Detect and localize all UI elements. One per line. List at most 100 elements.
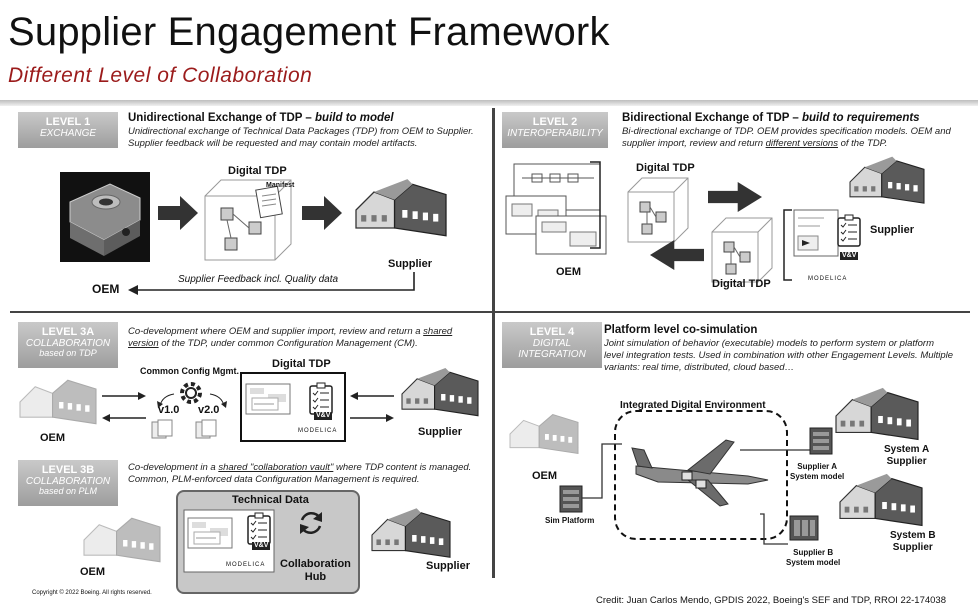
level3b-badge-sub: COLLABORATION (25, 476, 111, 488)
oem-part-image (60, 172, 150, 262)
vv-document-icon (793, 209, 839, 257)
level1-badge-sub: EXCHANGE (39, 128, 97, 140)
connector-line (582, 443, 622, 499)
level4-oem-label: OEM (532, 470, 558, 482)
supplier-factory-icon (401, 367, 479, 417)
level3b-badge-basis: based on PLM (38, 486, 98, 497)
feedback-arrow-icon (128, 272, 415, 295)
level3a-desc-underline: shared version (128, 326, 453, 349)
connector-lines (740, 449, 810, 545)
level3a-badge-sub: COLLABORATION (25, 338, 111, 350)
supplier-b-model-label: Supplier B System model (786, 548, 840, 567)
collaboration-hub-label: Collaboration Hub (280, 558, 351, 583)
level1-heading: Unidirectional Exchange of TDP – build t… (128, 112, 394, 124)
level3b-desc-underline: shared "collaboration vault" (218, 462, 334, 473)
horizontal-divider-right (495, 311, 970, 313)
level1-heading-emphasis: build to model (315, 112, 394, 124)
level1-badge: LEVEL 1 EXCHANGE (18, 112, 118, 148)
doc-stack-icon (151, 419, 173, 439)
gear-icon (180, 382, 202, 404)
modelica-label: MODELICA (226, 562, 266, 568)
level2-supplier-label: Supplier (870, 224, 915, 236)
tdp-cube-icon (627, 177, 689, 243)
system-a-server-icon (809, 427, 833, 455)
system-a-line1: System A (884, 444, 930, 455)
spec-model-diagram (505, 163, 607, 255)
vv-label: V&V (840, 252, 859, 261)
level4-badge-title: LEVEL 4 (529, 326, 575, 338)
sim-platform-label: Sim Platform (545, 516, 595, 525)
level2-badge-sub: INTEROPERABILITY (507, 128, 603, 140)
bidirectional-arrows-icon (350, 392, 394, 422)
supplier-b-model-line1: Supplier B (793, 548, 834, 557)
level1-heading-text: Unidirectional Exchange of TDP – (128, 112, 316, 124)
credit-text: Credit: Juan Carlos Mendo, GPDIS 2022, B… (596, 595, 946, 606)
tdp-documents-icon (187, 517, 233, 549)
supplier-factory-icon (849, 156, 925, 204)
level1-digital-tdp-label: Digital TDP (228, 165, 287, 177)
oem-factory-icon (83, 517, 161, 563)
arrow-right-icon (708, 182, 762, 212)
oem-factory-icon (509, 414, 579, 454)
level3b-badge: LEVEL 3B COLLABORATION based on PLM (18, 460, 118, 506)
level3b-oem-label: OEM (80, 566, 106, 578)
level3a-badge-title: LEVEL 3A (41, 326, 95, 338)
system-b-supplier-label: System B Supplier (890, 530, 936, 553)
integrated-environment-box (614, 410, 788, 540)
system-b-server-icon (789, 515, 819, 541)
level3a-desc-b: of the TDP, under common Configuration M… (158, 337, 418, 349)
level3a-badge: LEVEL 3A COLLABORATION based on TDP (18, 322, 118, 368)
hub-label-line2: Hub (304, 570, 327, 583)
checklist-icon (309, 382, 333, 415)
system-b-factory-icon (839, 473, 923, 527)
horizontal-divider-left (10, 311, 492, 313)
modelica-label: MODELICA (808, 276, 848, 282)
level2-oem-label: OEM (556, 266, 582, 278)
level1-badge-title: LEVEL 1 (45, 116, 91, 128)
level2-digital-tdp-bottom-label: Digital TDP (712, 278, 771, 290)
level3a-desc-a: Co-development where OEM and supplier im… (128, 326, 424, 337)
supplier-b-model-line2: System model (786, 557, 841, 567)
level2-heading-text: Bidirectional Exchange of TDP – (622, 112, 802, 124)
vv-label: V&V (252, 542, 271, 551)
level3b-desc-a: Co-development in a (128, 462, 219, 473)
system-b-line2: Supplier (892, 541, 933, 553)
system-b-line1: System B (890, 530, 936, 541)
version-arrows-icon (157, 393, 227, 408)
supplier-factory-icon (355, 178, 447, 237)
level4-description: Joint simulation of behavior (executable… (604, 338, 954, 373)
tdp-documents-icon (245, 383, 291, 415)
arrow-right-icon (302, 196, 342, 230)
modelica-label: MODELICA (298, 428, 338, 434)
level3b-desc-b: where TDP content is managed. Common, PL… (128, 462, 472, 485)
level4-badge-sub: DIGITAL (532, 338, 572, 350)
level3a-badge-basis: based on TDP (39, 348, 97, 359)
level1-oem-label: OEM (92, 282, 120, 296)
system-a-line2: Supplier (886, 455, 927, 467)
slide-panel (8, 106, 972, 586)
technical-data-label: Technical Data (232, 494, 309, 506)
oem-factory-icon (19, 379, 97, 425)
supplier-a-model-label: Supplier A System model (790, 462, 844, 481)
integrated-environment-label: Integrated Digital Environment (620, 400, 766, 411)
level2-badge-title: LEVEL 2 (532, 116, 578, 128)
checklist-icon (837, 214, 861, 247)
level2-description: Bi-directional exchange of TDP. OEM prov… (622, 126, 962, 150)
bidirectional-arrows-icon (102, 392, 146, 422)
manifest-document-icon (255, 185, 283, 219)
vv-label: V&V (314, 412, 333, 421)
level3a-description: Co-development where OEM and supplier im… (128, 326, 483, 350)
page-title: Supplier Engagement Framework (8, 10, 610, 54)
supplier-a-model-line2: System model (790, 471, 845, 481)
bracket-icon (783, 209, 792, 281)
level3a-digital-tdp-label: Digital TDP (272, 358, 331, 370)
version-v1-label: v1.0 (158, 404, 180, 416)
level1-supplier-label: Supplier (388, 258, 433, 270)
manifest-label: Manifest (266, 182, 295, 189)
checklist-icon (247, 512, 271, 545)
hub-label-line1: Collaboration (280, 558, 351, 570)
level2-heading-emphasis: build to requirements (802, 112, 920, 124)
level3b-description: Co-development in a shared "collaboratio… (128, 462, 486, 486)
sync-icon (300, 511, 322, 535)
aircraft-icon (631, 439, 769, 507)
